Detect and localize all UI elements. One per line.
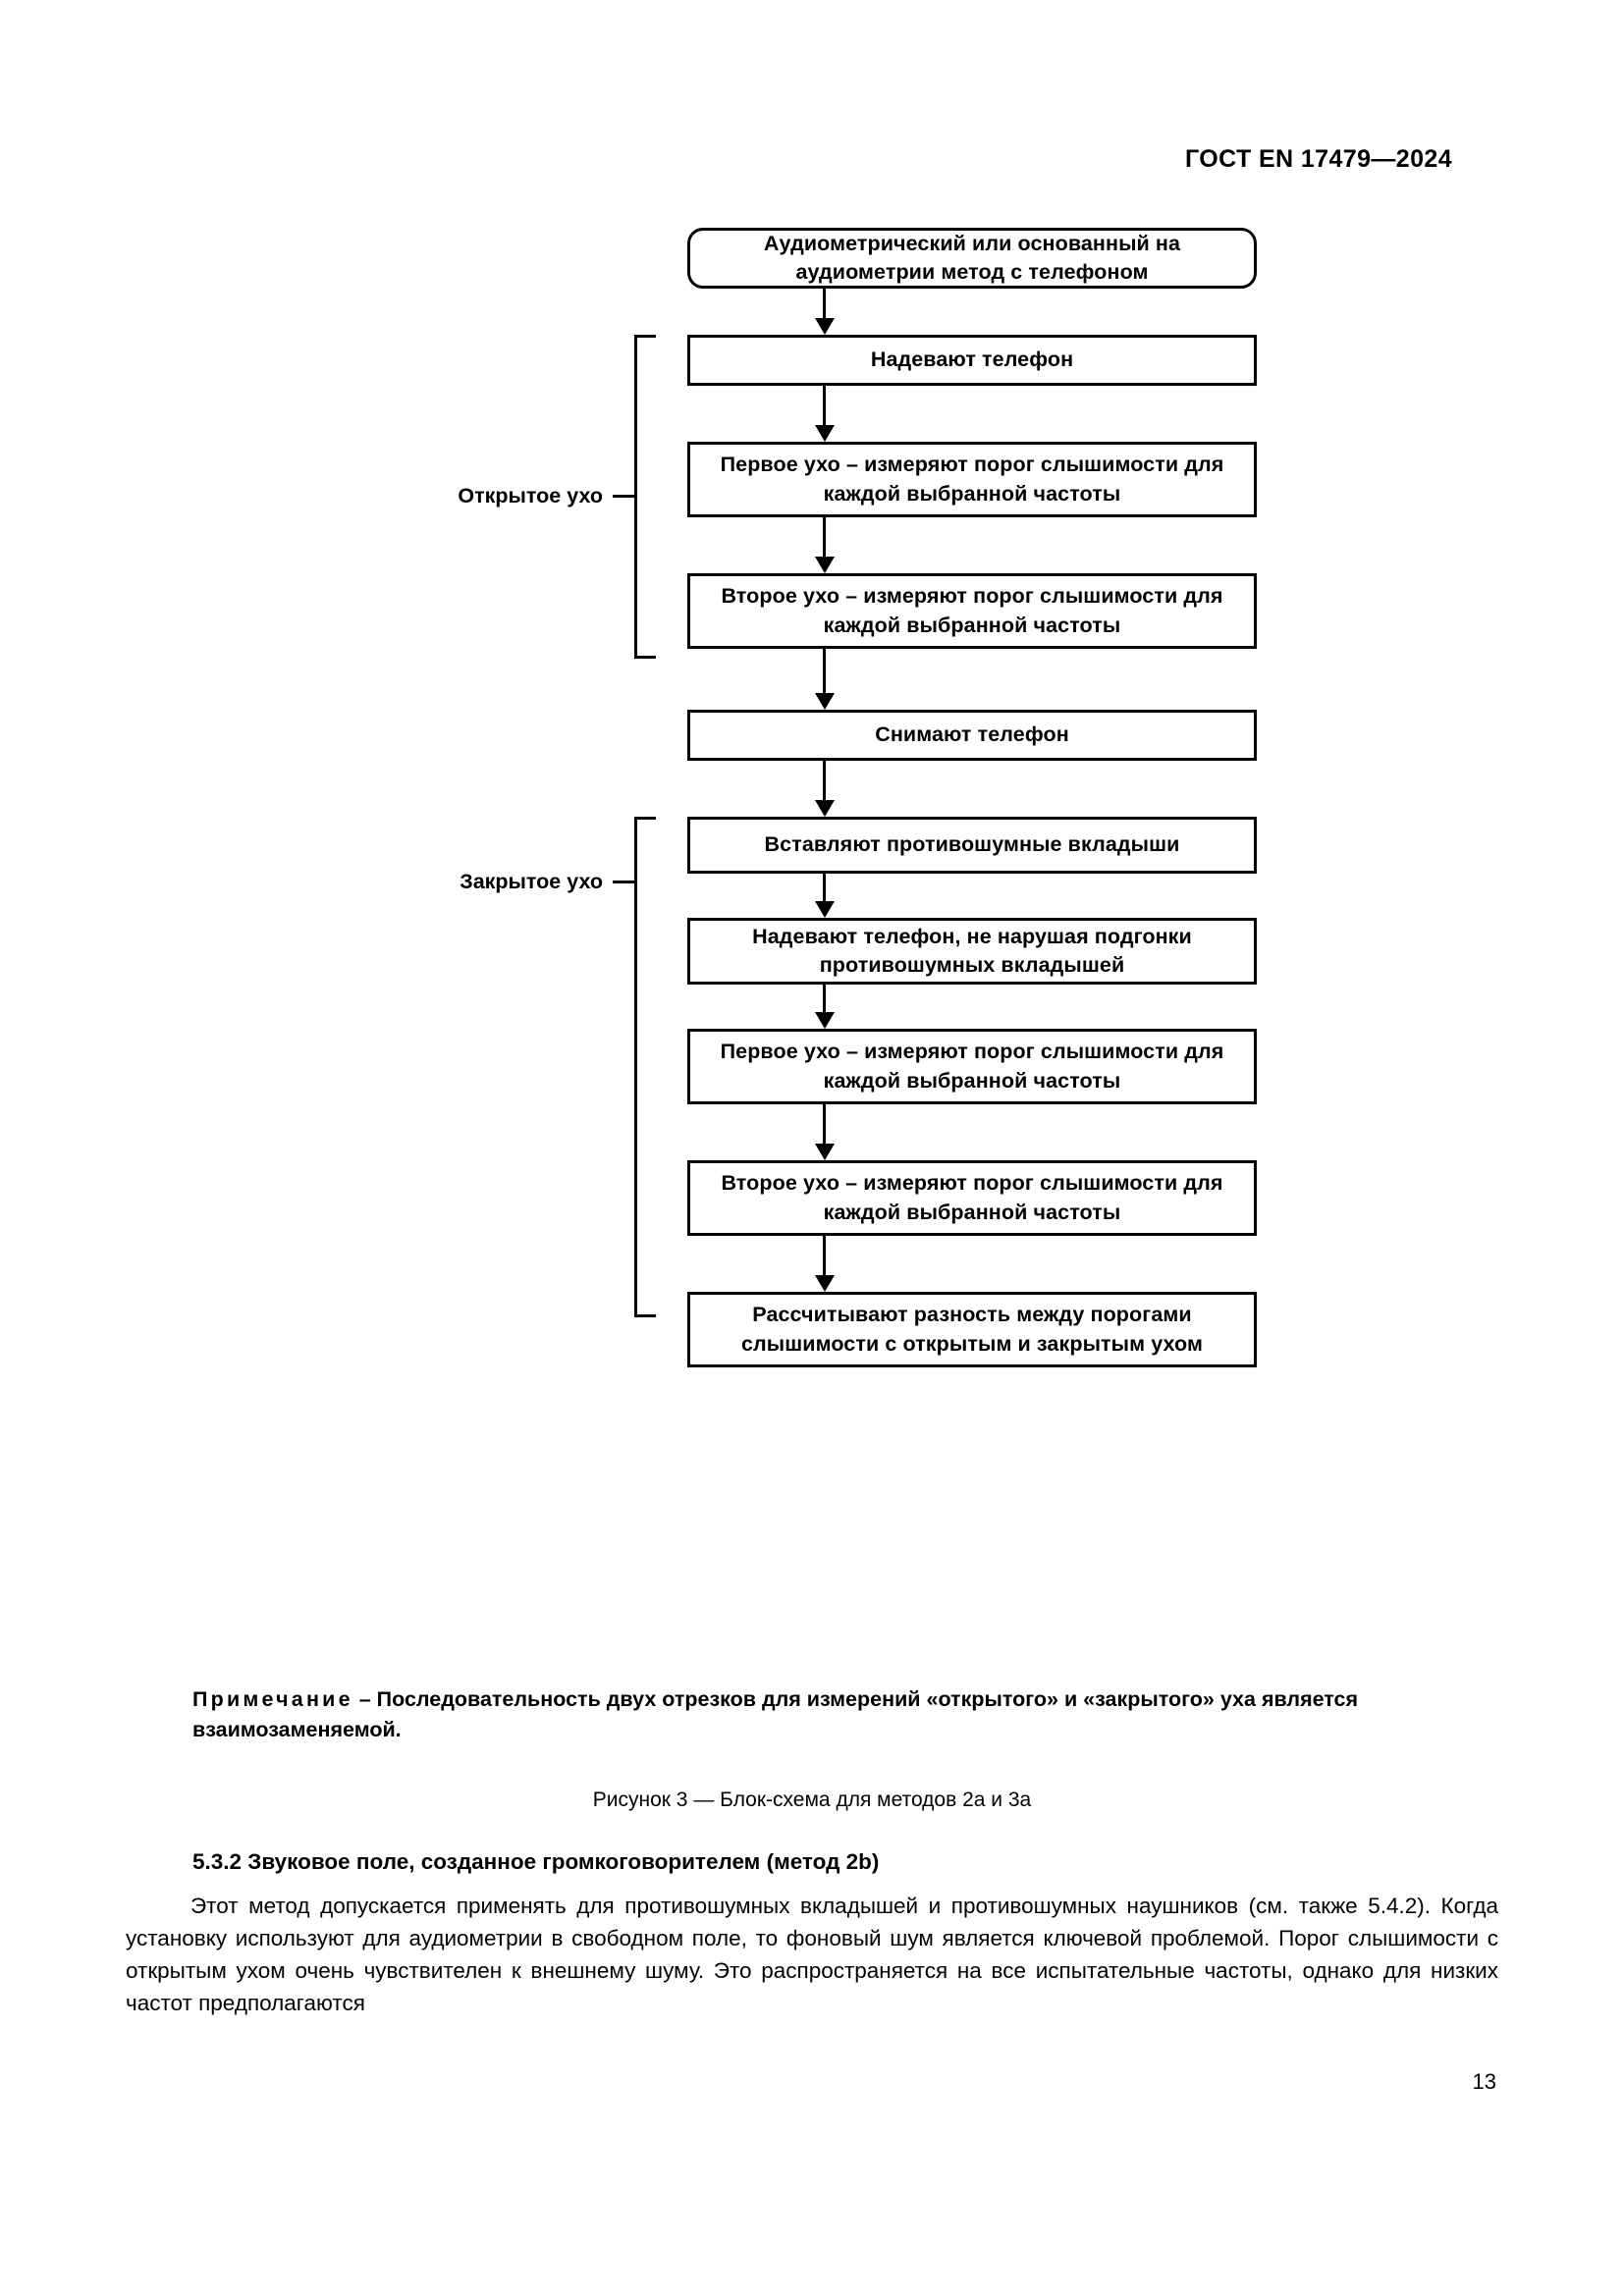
bracket-open-ear: [634, 335, 656, 659]
flow-node-insert-plugs: Вставляют противошумные вкладыши: [687, 817, 1257, 874]
bracket-occluded-ear: [634, 817, 656, 1317]
flow-node-start: Аудиометрический или основанный на аудио…: [687, 228, 1257, 289]
bracket-tick-occluded-ear: [613, 881, 634, 883]
bracket-label-open-ear: Открытое ухо: [458, 484, 603, 507]
flow-node-open-second-ear: Второе ухо – измеряют порог слышимости д…: [687, 573, 1257, 649]
flow-node-calculate-difference: Рассчитывают разность между порогами слы…: [687, 1292, 1257, 1367]
section-paragraph: Этот метод допускается применять для про…: [126, 1894, 1498, 2016]
connector-open-first-to-open-second: [823, 517, 826, 557]
page-header-standard-number: ГОСТ EN 17479—2024: [1185, 145, 1452, 173]
arrowhead-doff-phone-to-insert-plugs: [815, 800, 835, 817]
arrowhead-don-phone-fit-to-occl-first: [815, 1012, 835, 1029]
arrowhead-open-first-to-open-second: [815, 557, 835, 573]
flow-node-open-first-ear: Первое ухо – измеряют порог слышимости д…: [687, 442, 1257, 517]
connector-don-phone-to-open-first-ear: [823, 386, 826, 425]
connector-occl-first-to-occl-second: [823, 1104, 826, 1144]
arrowhead-don-phone-to-open-first-ear: [815, 425, 835, 442]
connector-open-second-to-doff-phone: [823, 649, 826, 693]
note-keyword: Примечание: [192, 1687, 353, 1711]
arrowhead-insert-plugs-to-don-phone-fit: [815, 901, 835, 918]
figure-caption: Рисунок 3 — Блок-схема для методов 2a и …: [592, 1789, 1032, 1811]
figure-note: Примечание – Последовательность двух отр…: [192, 1684, 1439, 1744]
flow-node-don-phone-keep-fit: Надевают телефон, не нарушая подгонки пр…: [687, 918, 1257, 985]
section-heading-5-3-2: 5.3.2 Звуковое поле, созданное громкогов…: [192, 1849, 880, 1874]
page-number: 13: [1472, 2069, 1496, 2094]
arrowhead-start-to-don-phone: [815, 318, 835, 335]
figure-3-flowchart: Аудиометрический или основанный на аудио…: [0, 228, 1624, 1671]
note-body: – Последовательность двух отрезков для и…: [192, 1687, 1359, 1741]
arrowhead-occl-first-to-occl-second: [815, 1144, 835, 1160]
flow-node-doff-phone: Снимают телефон: [687, 710, 1257, 761]
bracket-label-occluded-ear: Закрытое ухо: [460, 870, 603, 893]
bracket-tick-open-ear: [613, 495, 634, 498]
flow-node-don-phone: Надевают телефон: [687, 335, 1257, 386]
connector-start-to-don-phone: [823, 289, 826, 318]
flow-node-occluded-second-ear: Второе ухо – измеряют порог слышимости д…: [687, 1160, 1257, 1236]
arrowhead-open-second-to-doff-phone: [815, 693, 835, 710]
connector-insert-plugs-to-don-phone-fit: [823, 874, 826, 901]
arrowhead-occl-second-to-calc: [815, 1275, 835, 1292]
connector-doff-phone-to-insert-plugs: [823, 761, 826, 800]
connector-occl-second-to-calc: [823, 1236, 826, 1275]
flow-node-occluded-first-ear: Первое ухо – измеряют порог слышимости д…: [687, 1029, 1257, 1104]
connector-don-phone-fit-to-occl-first: [823, 985, 826, 1012]
